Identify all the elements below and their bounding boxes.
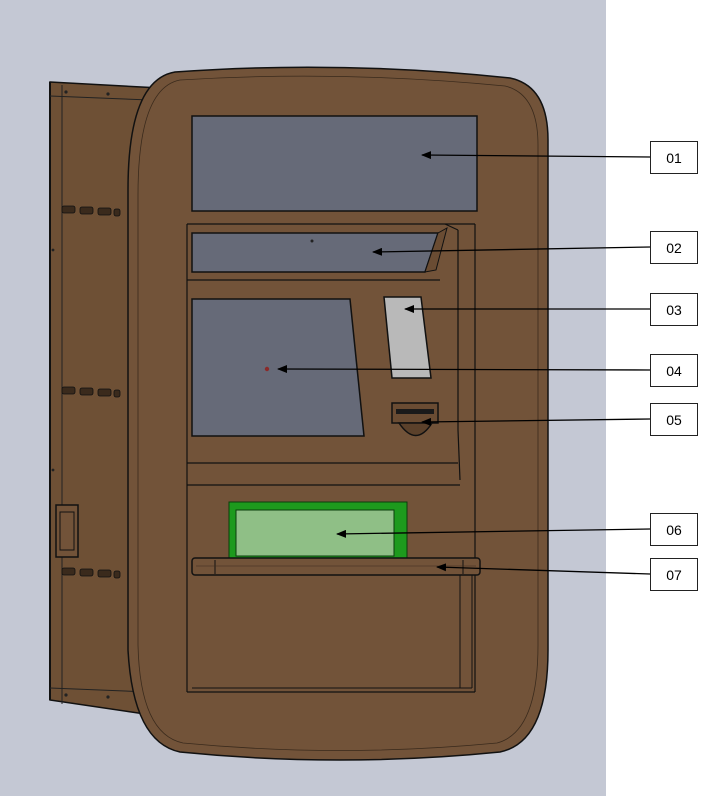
- vent-slots-bottom: [61, 567, 121, 579]
- main-screen-icon: [191, 298, 365, 437]
- callout-04-label: 04: [666, 362, 682, 379]
- top-display-icon: [191, 115, 478, 212]
- screen-sensor-dot: [264, 366, 270, 372]
- side-access-panel: [55, 504, 79, 558]
- callout-05-label: 05: [666, 411, 682, 428]
- callout-06-label: 06: [666, 521, 682, 538]
- leader-07: [436, 563, 651, 575]
- leader-06: [336, 528, 651, 538]
- callout-06: 06: [650, 513, 698, 546]
- callout-05: 05: [650, 403, 698, 436]
- shelf-icon: [191, 557, 481, 576]
- callout-03-label: 03: [666, 301, 682, 318]
- callout-04: 04: [650, 354, 698, 387]
- callout-02-label: 02: [666, 239, 682, 256]
- lower-cabinet: [192, 575, 473, 689]
- callout-03: 03: [650, 293, 698, 326]
- callout-01: 01: [650, 141, 698, 174]
- recess-frame: [186, 223, 476, 693]
- leader-01: [421, 151, 651, 160]
- side-rivets: [51, 90, 110, 699]
- angled-panel-icon: [191, 232, 440, 273]
- vent-slots-middle: [61, 386, 121, 398]
- leader-lines: [277, 151, 651, 575]
- leader-05: [421, 417, 651, 426]
- callout-01-label: 01: [666, 149, 682, 166]
- callout-02: 02: [650, 231, 698, 264]
- dispenser-tray-icon: [228, 501, 408, 559]
- leader-04: [277, 365, 651, 374]
- callout-07-label: 07: [666, 566, 682, 583]
- card-reader-icon: [383, 296, 432, 379]
- callout-07: 07: [650, 558, 698, 591]
- leader-02: [372, 246, 651, 256]
- vent-slots-top: [61, 205, 121, 217]
